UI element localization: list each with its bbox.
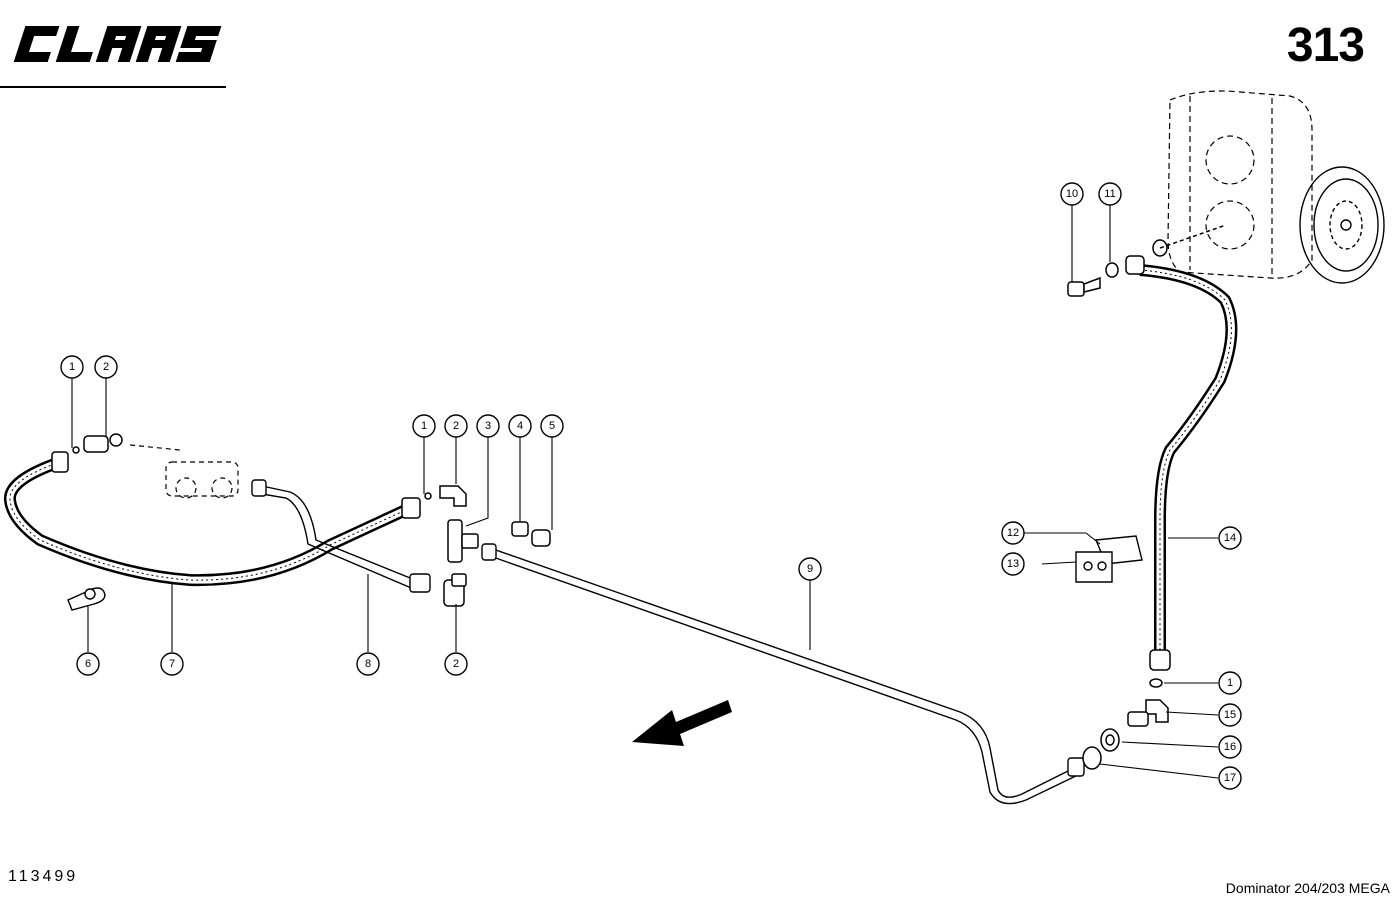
callout-2: 2: [444, 652, 468, 676]
clamps-12-13: [1075, 535, 1143, 583]
callout-14: 14: [1218, 526, 1242, 550]
callout-10: 10: [1060, 182, 1084, 206]
leader-lines: [71, 205, 1219, 779]
callout-label: 8: [365, 658, 371, 670]
callout-1: 1: [412, 414, 436, 438]
drawing-id: 113499: [8, 868, 79, 885]
callout-label: 16: [1224, 741, 1236, 753]
pipe-9: [481, 543, 1085, 805]
header-rule: [0, 86, 226, 88]
callout-label: 3: [485, 420, 491, 432]
callout-label: 10: [1066, 188, 1078, 200]
callout-13: 13: [1001, 552, 1025, 576]
callout-label: 5: [549, 420, 555, 432]
claas-logo: [13, 26, 222, 62]
direction-arrow: [632, 700, 732, 746]
callout-label: 7: [169, 658, 175, 670]
callout-label: 13: [1007, 558, 1019, 570]
callout-4: 4: [508, 414, 532, 438]
callout-label: 1: [69, 361, 75, 373]
callout-16: 16: [1218, 735, 1242, 759]
callout-label: 17: [1224, 772, 1236, 784]
callout-2: 2: [94, 355, 118, 379]
callout-3: 3: [476, 414, 500, 438]
pulley: [1299, 166, 1385, 284]
callout-2: 2: [444, 414, 468, 438]
tee-fitting: [443, 519, 479, 607]
callout-8: 8: [356, 652, 380, 676]
callout-6: 6: [76, 652, 100, 676]
callout-label: 15: [1224, 709, 1236, 721]
callout-7: 7: [160, 652, 184, 676]
callout-label: 12: [1007, 527, 1019, 539]
callout-label: 9: [807, 563, 813, 575]
callout-label: 2: [453, 658, 459, 670]
callout-1: 1: [1218, 671, 1242, 695]
pipe-8: [251, 479, 431, 593]
callout-label: 1: [421, 420, 427, 432]
valve-block-dashed: [129, 444, 239, 499]
hose-7: [4, 456, 413, 587]
callout-label: 11: [1104, 188, 1115, 200]
callout-17: 17: [1218, 766, 1242, 790]
hose-14: [1139, 264, 1238, 655]
callout-label: 2: [103, 361, 109, 373]
bolt-10-washer-11: [1067, 224, 1227, 297]
callout-label: 6: [85, 658, 91, 670]
clamp-6: [67, 587, 106, 611]
callout-label: 4: [517, 420, 523, 432]
callout-5: 5: [540, 414, 564, 438]
nuts-4-5: [511, 521, 551, 547]
hose-7-fittings: [51, 433, 467, 519]
callout-9: 9: [798, 557, 822, 581]
callout-15: 15: [1218, 703, 1242, 727]
callout-11: 11: [1098, 182, 1122, 206]
callout-label: 14: [1224, 532, 1236, 544]
callout-1: 1: [60, 355, 84, 379]
callout-label: 2: [453, 420, 459, 432]
page-number: 313: [1286, 19, 1365, 72]
callout-12: 12: [1001, 521, 1025, 545]
hose-14-fittings: [1082, 255, 1171, 770]
callout-label: 1: [1227, 677, 1233, 689]
model-name: Dominator 204/203 MEGA: [1225, 880, 1390, 896]
pump-housing: [1167, 90, 1313, 279]
